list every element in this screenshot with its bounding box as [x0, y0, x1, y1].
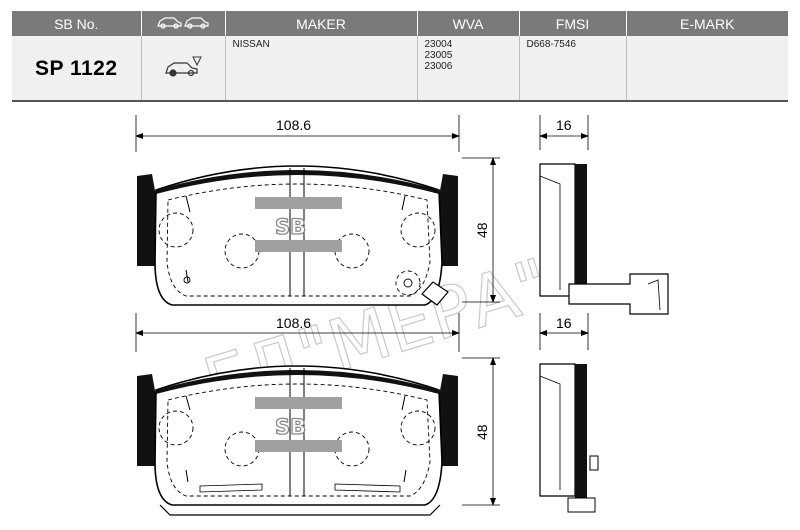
bottom-width-label: 108.6 — [276, 315, 311, 331]
header-wva: WVA — [417, 11, 520, 36]
bottom-height-label: 48 — [474, 424, 490, 440]
top-width-label: 108.6 — [276, 117, 311, 133]
top-height-label: 48 — [474, 222, 490, 238]
wva-value-1: 23004 — [424, 39, 453, 50]
top-logo-bar-upper — [255, 197, 342, 209]
bottom-thickness-label: 16 — [556, 315, 572, 331]
bottom-logo-text: SB — [275, 415, 306, 439]
maker-value: NISSAN — [225, 36, 418, 102]
wva-values: 23004 23005 23006 — [417, 36, 520, 102]
table-header-row: SB No. MAKER WVA FMSI E-MARK — [12, 11, 788, 36]
top-pad-front-view: 108.6 SB 48 — [135, 115, 500, 306]
bottom-logo-bar-lower — [255, 440, 342, 452]
bottom-pad-side-view: 16 — [539, 313, 599, 513]
header-car-icon-cell — [141, 11, 226, 36]
fmsi-value: D668-7546 — [519, 36, 627, 102]
top-logo-text: SB — [275, 215, 306, 239]
wva-value-3: 23006 — [424, 61, 453, 72]
spec-table: SB No. MAKER WVA FMSI E-MARK SP 1122 — [12, 11, 788, 102]
top-pad-side-view: 16 — [539, 115, 669, 315]
table-row: SP 1122 NISSAN 23004 23005 23006 D668-75… — [12, 36, 788, 102]
header-maker: MAKER — [225, 11, 418, 36]
front-axle-car-icon — [165, 56, 202, 77]
top-thickness-label: 16 — [556, 117, 572, 133]
bottom-pad-front-view: 108.6 SB 48 — [135, 313, 500, 516]
header-sb-no: SB No. — [12, 11, 142, 36]
sb-no-value: SP 1122 — [12, 36, 142, 102]
bottom-logo-bar-upper — [255, 397, 342, 409]
wva-value-2: 23005 — [424, 50, 453, 61]
header-emark: E-MARK — [626, 11, 788, 36]
header-fmsi: FMSI — [519, 11, 627, 36]
emark-value — [626, 36, 788, 102]
top-logo-bar-lower — [255, 240, 342, 252]
axle-icon-cell — [141, 36, 226, 102]
two-cars-icon — [157, 17, 209, 29]
